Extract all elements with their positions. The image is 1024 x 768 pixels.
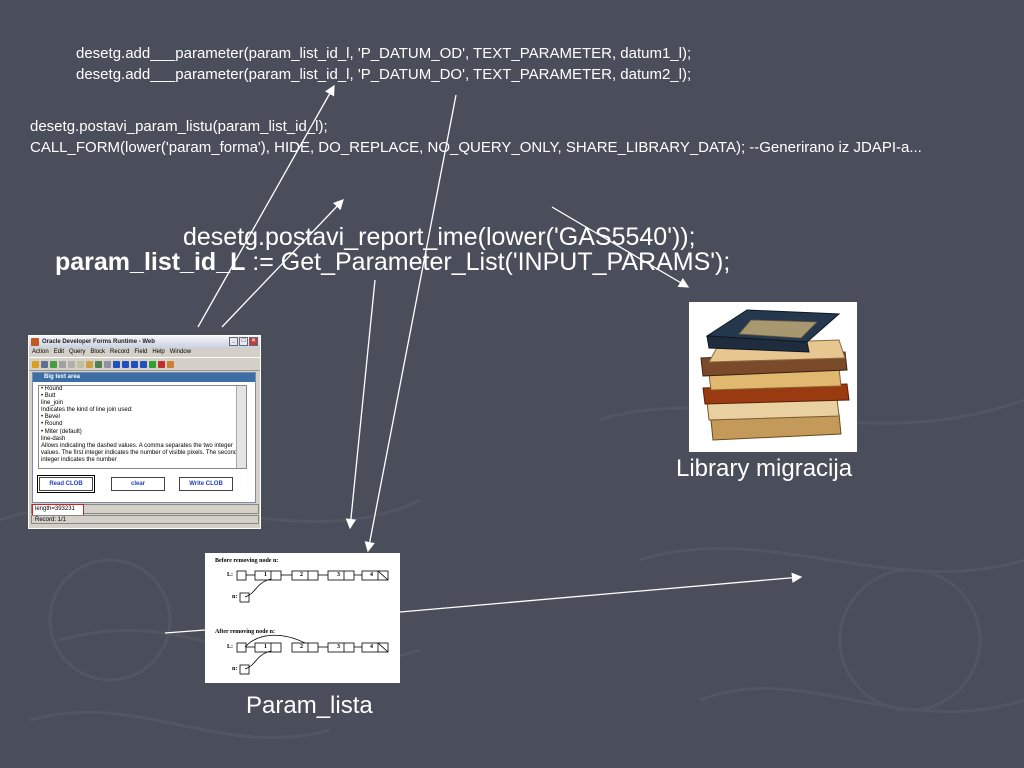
stacked-books-illustration: [700, 309, 850, 441]
menu-query[interactable]: Query: [69, 349, 86, 355]
message-bar: length=393231: [31, 504, 259, 516]
node-pointer-label-after: n:: [232, 666, 238, 672]
code-line-report-ime: desetg.postavi_report_ime(lower('GAS5540…: [183, 223, 696, 251]
menu-action[interactable]: Action: [32, 349, 49, 355]
forms-runtime-window: Oracle Developer Forms Runtime - Web _ □…: [28, 335, 261, 529]
linked-list-shapes: [236, 570, 389, 675]
record-status-bar: Record: 1/1: [31, 515, 259, 524]
node-value-4-before: 4: [370, 572, 373, 578]
text-line: • Round: [41, 421, 63, 428]
node-pointer-label-before: n:: [232, 594, 238, 600]
execute-query-icon[interactable]: [95, 360, 102, 368]
text-line: • Butt: [41, 393, 56, 400]
menu-record[interactable]: Record: [110, 349, 130, 355]
node-value-4-after: 4: [370, 644, 373, 650]
code-line-add-param-do: desetg.add___parameter(param_list_id_l, …: [76, 66, 692, 83]
library-migracija-caption: Library migracija: [676, 455, 853, 482]
before-removing-label: Before removing node n:: [215, 558, 279, 564]
text-line: • Miter (default): [41, 428, 82, 435]
menu-field[interactable]: Field: [134, 349, 148, 355]
node-value-1-after: 1: [264, 644, 267, 650]
enter-query-icon[interactable]: [86, 360, 93, 368]
text-line: Allows indicating the dashed values. A c…: [41, 442, 233, 449]
save-icon[interactable]: [32, 360, 39, 368]
menu-block[interactable]: Block: [90, 349, 106, 355]
inner-window-title: Big text area: [44, 374, 81, 380]
text-line: • Bevel: [41, 414, 60, 421]
first-record-icon[interactable]: [113, 360, 120, 368]
text-line: values. The first integer indicates the …: [41, 449, 238, 456]
code-line-add-param-od: desetg.add___parameter(param_list_id_l, …: [76, 45, 692, 62]
big-text-area-window: Big text area • Round • Butt line_join I…: [32, 372, 256, 503]
forms-toolbar: [29, 357, 260, 371]
text-line: line-dash: [41, 435, 66, 442]
cancel-query-icon[interactable]: [104, 360, 111, 368]
list-pointer-label-after: L:: [227, 644, 233, 650]
close-icon[interactable]: ×: [249, 337, 258, 346]
node-value-3-after: 3: [337, 644, 340, 650]
write-clob-button[interactable]: Write CLOB: [179, 477, 233, 491]
menu-help[interactable]: Help: [152, 349, 165, 355]
list-pointer-label-before: L:: [227, 572, 233, 578]
forms-menubar: Action Edit Query Block Record Field Hel…: [29, 348, 260, 357]
oracle-app-icon: [31, 338, 39, 346]
exit-icon[interactable]: [50, 360, 57, 368]
delete-record-icon[interactable]: [158, 360, 165, 368]
read-clob-button[interactable]: Read CLOB: [37, 475, 95, 493]
text-line: line_join: [41, 400, 64, 407]
text-line: Indicates the kind of line join used:: [41, 407, 133, 414]
help-icon[interactable]: [167, 360, 174, 368]
cut-icon[interactable]: [59, 360, 66, 368]
text-area-scrollbar[interactable]: [236, 386, 246, 468]
menu-edit[interactable]: Edit: [53, 349, 65, 355]
param-lista-caption: Param_lista: [246, 692, 373, 719]
after-removing-label: After removing node n:: [215, 629, 275, 635]
text-line: • Round: [41, 386, 63, 392]
code-line-postavi-param: desetg.postavi_param_listu(param_list_id…: [30, 118, 328, 135]
menu-window[interactable]: Window: [169, 349, 192, 355]
print-icon[interactable]: [41, 360, 48, 368]
next-record-icon[interactable]: [131, 360, 138, 368]
minimize-icon[interactable]: _: [229, 337, 238, 346]
books-image: [689, 302, 857, 452]
paste-icon[interactable]: [77, 360, 84, 368]
maximize-icon[interactable]: □: [239, 337, 248, 346]
previous-record-icon[interactable]: [122, 360, 129, 368]
clear-button[interactable]: clear: [111, 477, 165, 491]
node-value-1-before: 1: [264, 572, 267, 578]
linked-list-diagram: Before removing node n: After removing n…: [205, 553, 400, 683]
node-value-2-before: 2: [300, 572, 303, 578]
get-parameter-call: := Get_Parameter_List('INPUT_PARAMS');: [245, 248, 731, 276]
node-value-2-after: 2: [300, 644, 303, 650]
forms-window-titlebar: Oracle Developer Forms Runtime - Web _ □…: [29, 336, 260, 348]
last-record-icon[interactable]: [140, 360, 147, 368]
insert-record-icon[interactable]: [149, 360, 156, 368]
copy-icon[interactable]: [68, 360, 75, 368]
forms-window-title: Oracle Developer Forms Runtime - Web: [42, 339, 155, 345]
code-line-call-form: CALL_FORM(lower('param_forma'), HIDE, DO…: [30, 139, 922, 156]
inner-window-titlebar: Big text area: [33, 373, 255, 382]
big-text-area[interactable]: • Round • Butt line_join Indicates the k…: [38, 385, 247, 469]
text-line: integer indicates the number: [41, 456, 117, 463]
param-list-variable: param_list_id_L: [55, 248, 246, 276]
node-value-3-before: 3: [337, 572, 340, 578]
code-line-get-parameter-list: param_list_id_L := Get_Parameter_List('I…: [55, 249, 730, 275]
